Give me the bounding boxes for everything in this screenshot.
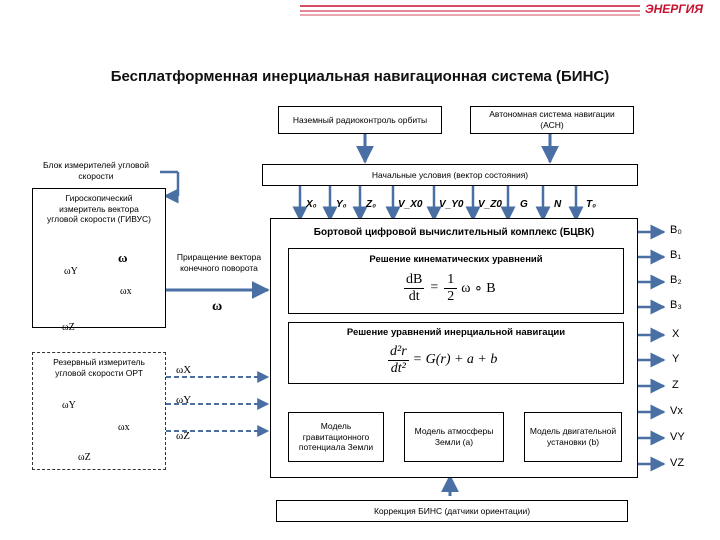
atmosphere-model-box: Модель атмосферы Земли (а) xyxy=(404,412,504,462)
gyro-wy-label: ωY xyxy=(64,266,78,277)
state-t0: T₀ xyxy=(586,199,597,210)
ground-radio-box: Наземный радиоконтроль орбиты xyxy=(278,106,442,134)
gyro-meter-label: Гироскопический измеритель вектора углов… xyxy=(46,193,151,225)
header-band: ЭНЕРГИЯ xyxy=(0,0,720,28)
output-b1: B₁ xyxy=(670,249,682,261)
output-vy: VY xyxy=(670,431,685,443)
inertial-title: Решение уравнений инерциальной навигации xyxy=(346,327,566,338)
in-lhs-den: dt² xyxy=(390,360,406,376)
output-y: Y xyxy=(672,353,680,365)
kin-lhs-num: dB xyxy=(404,271,425,289)
autonomous-nav-box: Автономная система навигации (АСН) xyxy=(470,106,634,134)
state-g: G xyxy=(520,199,528,210)
reserve-meter-label: Резервный измеритель угловой скорости ОР… xyxy=(53,357,145,378)
reserve-meter-box: Резервный измеритель угловой скорости ОР… xyxy=(32,352,166,470)
output-vz: VZ xyxy=(670,457,685,469)
state-n: N xyxy=(554,199,562,210)
kin-rhs-tail: ω ∘ B xyxy=(461,280,496,296)
output-b3: B₃ xyxy=(670,299,682,311)
output-b0: B₀ xyxy=(670,224,682,236)
header-stripes xyxy=(300,5,640,16)
output-x: X xyxy=(672,328,680,340)
reserve-out-wz: ωZ xyxy=(176,430,190,442)
energia-logo: ЭНЕРГИЯ xyxy=(645,2,704,16)
state-vx0: V_X0 xyxy=(398,199,423,210)
page-title: Бесплатформенная инерциальная навигацион… xyxy=(110,68,610,85)
state-vy0: V_Y0 xyxy=(439,199,464,210)
correction-box: Коррекция БИНС (датчики ориентации) xyxy=(276,500,628,522)
gravity-model-box: Модель гравитационного потенциала Земли xyxy=(288,412,384,462)
output-b2: B₂ xyxy=(670,274,682,286)
inertial-box xyxy=(288,322,624,384)
kinematic-equation: dB dt = 1 2 ω ∘ B xyxy=(404,271,496,304)
reserve-wy-label: ωY xyxy=(62,400,76,411)
reserve-wz-label: ωZ xyxy=(78,452,91,463)
initial-conditions-box: Начальные условия (вектор состояния) xyxy=(262,164,638,186)
kin-rhs-num: 1 xyxy=(444,272,458,289)
reserve-out-wx: ωX xyxy=(176,364,192,376)
output-vx: Vx xyxy=(670,405,683,417)
increment-omega-vec: ω xyxy=(212,299,223,314)
gyro-omega-vec: ω xyxy=(118,250,128,265)
state-vz0: V_Z0 xyxy=(478,199,502,210)
state-z0: Z₀ xyxy=(366,199,377,210)
state-x0: X₀ xyxy=(306,199,317,210)
state-y0: Y₀ xyxy=(336,199,347,210)
gyro-wx-label: ωx xyxy=(120,286,132,297)
increment-label: Приращение вектора конечного поворота xyxy=(176,252,262,273)
kinematic-box xyxy=(288,248,624,314)
in-rhs: = G(r) + a + b xyxy=(412,352,498,367)
gyro-meter-box: Гироскопический измеритель вектора углов… xyxy=(32,188,166,328)
reserve-out-wy: ωY xyxy=(176,394,192,406)
output-z: Z xyxy=(672,379,679,391)
engine-model-box: Модель двигательной установки (b) xyxy=(524,412,622,462)
kin-lhs-den: dt xyxy=(408,288,420,304)
gyro-wz-label: ωZ xyxy=(62,322,75,333)
computer-title: Бортовой цифровой вычислительный комплек… xyxy=(313,227,595,238)
sensor-block-label: Блок измерителей угловой скорости xyxy=(43,160,149,181)
inertial-equation: d²r dt² = G(r) + a + b xyxy=(388,340,497,380)
in-lhs-num: d²r xyxy=(388,343,409,361)
kinematic-title: Решение кинематических уравнений xyxy=(369,254,543,265)
kin-rhs-den: 2 xyxy=(447,288,455,304)
reserve-wx-label: ωx xyxy=(118,422,130,433)
